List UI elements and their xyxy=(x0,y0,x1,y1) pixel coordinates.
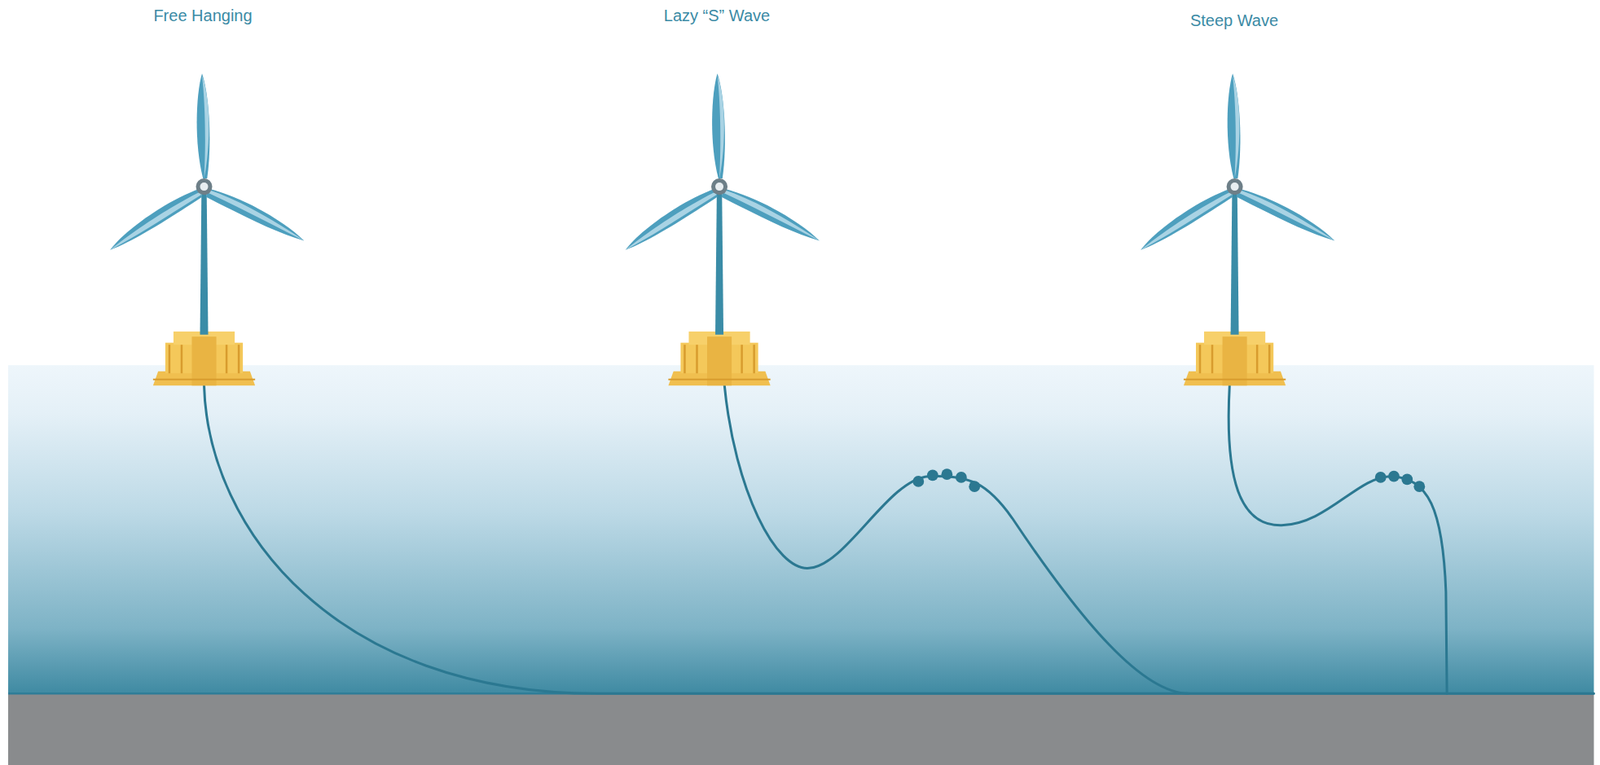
blade xyxy=(625,189,718,251)
floating-turbine xyxy=(625,73,820,386)
blade xyxy=(206,189,304,242)
platform-strut xyxy=(1268,344,1271,374)
seabed xyxy=(8,693,1594,765)
free-hanging-cable xyxy=(204,385,1595,694)
water xyxy=(8,364,1594,694)
steep-wave-cable xyxy=(1228,385,1447,694)
platform-strut xyxy=(752,344,756,374)
blade xyxy=(1227,73,1241,179)
blade xyxy=(721,189,820,242)
platform-strut xyxy=(1199,344,1202,374)
platform-strut xyxy=(740,344,743,374)
blade xyxy=(197,73,211,179)
hub-cap xyxy=(200,182,209,191)
platform-strut xyxy=(237,344,241,374)
blade-highlight xyxy=(1239,189,1336,242)
blade-highlight xyxy=(723,189,820,242)
platform-strut xyxy=(1256,344,1259,374)
hub xyxy=(1226,178,1244,195)
blade xyxy=(1236,189,1335,242)
configuration-title: Lazy “S” Wave xyxy=(663,6,770,26)
platform-column xyxy=(1222,336,1248,386)
platform-strut xyxy=(168,344,172,374)
hub-cap xyxy=(715,182,724,191)
platform-column xyxy=(707,336,732,386)
configuration-title: Free Hanging xyxy=(153,6,252,26)
blade xyxy=(1140,189,1233,251)
blade-highlight xyxy=(717,75,725,179)
floating-turbine xyxy=(109,73,304,386)
platform-edge xyxy=(668,378,770,381)
blade xyxy=(109,189,203,251)
blade-highlight xyxy=(1232,75,1240,179)
blade-highlight xyxy=(202,75,209,179)
platform-column xyxy=(191,336,216,386)
blade-highlight xyxy=(625,191,717,250)
lazy-s-wave-cable xyxy=(724,385,1189,694)
configuration-title: Steep Wave xyxy=(1190,11,1279,31)
platform-strut xyxy=(225,344,229,374)
floating-turbine xyxy=(1140,73,1335,386)
tower xyxy=(1230,189,1240,335)
blade xyxy=(712,73,726,179)
tower xyxy=(200,189,209,335)
platform-strut xyxy=(180,344,184,374)
platform-strut xyxy=(683,344,686,374)
platform-edge xyxy=(1183,378,1286,381)
tower xyxy=(715,189,724,335)
hub-cap xyxy=(1230,182,1240,191)
blade-highlight xyxy=(109,191,201,250)
blade-highlight xyxy=(1140,191,1231,250)
blade-highlight xyxy=(208,189,305,242)
hub xyxy=(711,178,728,195)
buoyancy-modules xyxy=(912,468,1425,493)
platform-strut xyxy=(695,344,699,374)
platform-strut xyxy=(1211,344,1214,374)
platform-edge xyxy=(153,378,255,381)
hub xyxy=(195,178,212,195)
